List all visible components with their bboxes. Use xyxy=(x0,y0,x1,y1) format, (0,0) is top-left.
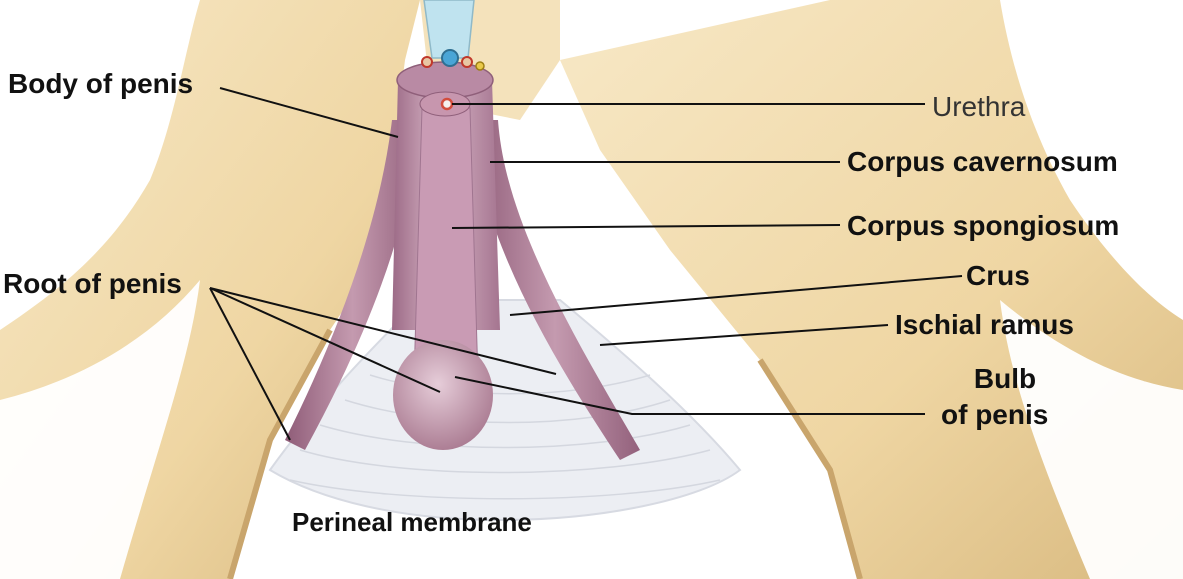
urethra-cross-section xyxy=(440,97,454,111)
right-crus xyxy=(470,120,640,460)
leader-root-to-bulb xyxy=(209,287,441,393)
perineal-membrane xyxy=(268,299,742,522)
label-root-of-penis: Root of penis xyxy=(3,268,182,299)
label-urethra: Urethra xyxy=(932,91,1026,122)
label-corpus-spongiosum: Corpus spongiosum xyxy=(847,210,1120,241)
leader-corpus-spongiosum xyxy=(451,224,841,229)
label-body-of-penis: Body of penis xyxy=(8,68,194,99)
corpus-spongiosum-shape xyxy=(413,107,479,381)
leader-root-to-left-crus xyxy=(209,287,291,441)
label-bulb-of-penis-line2: of penis xyxy=(941,399,1049,430)
leader-body-of-penis xyxy=(219,87,399,138)
bulb-shape xyxy=(393,340,493,450)
leader-ischial-ramus xyxy=(599,324,889,346)
leader-lines xyxy=(209,87,963,441)
label-bulb-of-penis-line1: Bulb xyxy=(973,363,1037,394)
label-perineal-membrane: Perineal membrane xyxy=(292,507,532,537)
label-corpus-cavernosum: Corpus cavernosum xyxy=(847,146,1118,177)
leader-bulb-of-penis xyxy=(454,376,925,415)
leader-crus xyxy=(509,275,963,316)
leader-root-to-right-crus xyxy=(209,287,557,375)
left-crus xyxy=(285,120,420,450)
label-crus: Crus xyxy=(966,260,1030,291)
label-ischial-ramus: Ischial ramus xyxy=(895,309,1074,340)
